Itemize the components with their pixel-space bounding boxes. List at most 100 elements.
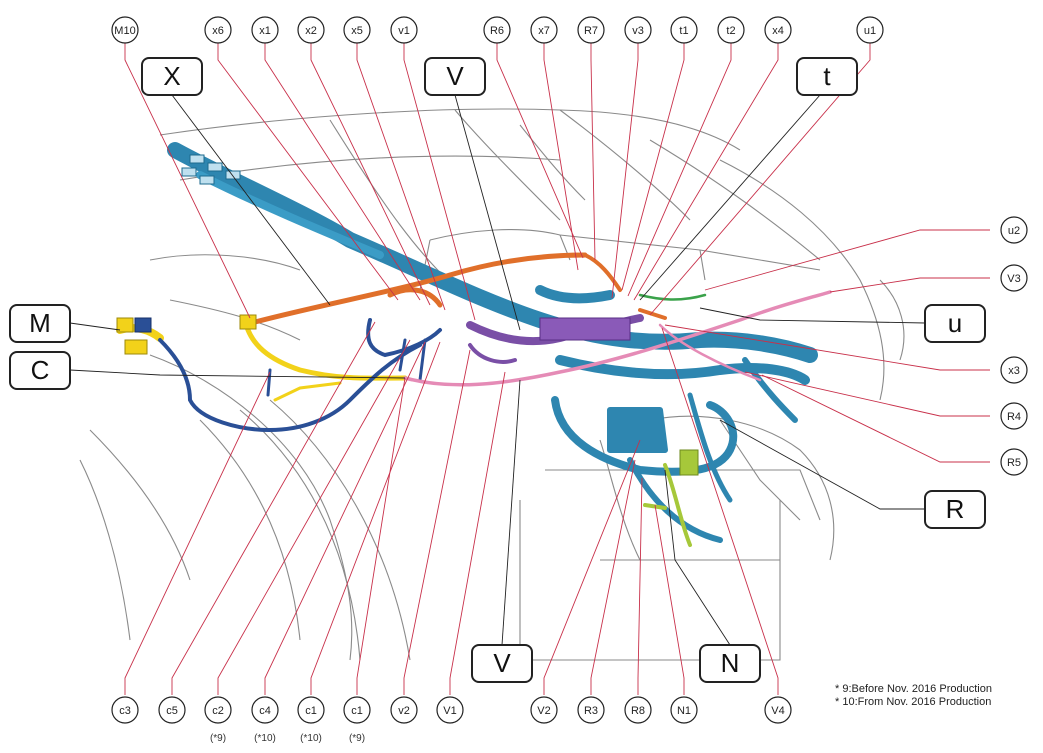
svg-text:c1: c1	[305, 705, 317, 717]
footnote-before: * 9:Before Nov. 2016 Production	[835, 683, 992, 695]
svg-text:V2: V2	[537, 705, 550, 717]
callout-r7: R7	[577, 16, 605, 44]
section-box-x	[141, 57, 203, 96]
callout-t1: t1	[670, 16, 698, 44]
note-c2: (*9)	[210, 733, 226, 744]
top-callouts: M10 x6 x1 x2 x5 v1 R6 x7 R7 v3 t1 t2 x4 …	[111, 16, 884, 44]
section-boxes	[9, 57, 986, 683]
svg-text:N1: N1	[677, 705, 691, 717]
harness-green	[638, 293, 707, 301]
harness-pink	[403, 290, 832, 387]
callout-x6: x6	[204, 16, 232, 44]
callout-x5: x5	[343, 16, 371, 44]
callout-c3: c3	[111, 696, 139, 724]
callout-c5: c5	[158, 696, 186, 724]
bottom-callouts: c3 c5 c2 c4 c1 c1 v2 V1 V2 R3 R8 N1 V4	[111, 696, 792, 724]
callout-r3: R3	[577, 696, 605, 724]
section-box-v-top	[424, 57, 486, 96]
svg-text:t1: t1	[679, 25, 688, 37]
section-label-n: N	[721, 648, 740, 678]
callout-t2: t2	[717, 16, 745, 44]
connector-cluster-m	[116, 314, 257, 355]
section-box-m	[9, 304, 71, 343]
svg-text:t2: t2	[726, 25, 735, 37]
purple-junction-block	[539, 317, 631, 341]
section-box-t	[796, 57, 858, 96]
svg-text:u1: u1	[864, 25, 876, 37]
svg-text:R5: R5	[1007, 457, 1021, 469]
svg-text:R3: R3	[584, 705, 598, 717]
callout-x4: x4	[764, 16, 792, 44]
right-callouts: u2 V3 x3 R4 R5	[1000, 216, 1028, 476]
callout-v1-upper: V1	[436, 696, 464, 724]
section-label-t: t	[823, 61, 831, 91]
harness-navy	[158, 318, 442, 433]
callout-v3-right: V3	[1000, 264, 1028, 292]
callout-v2-upper: V2	[530, 696, 558, 724]
section-box-v-bottom	[471, 644, 533, 683]
svg-text:R8: R8	[631, 705, 645, 717]
svg-text:c3: c3	[119, 705, 131, 717]
section-box-labels: X V t M C u R V N	[29, 61, 964, 678]
svg-text:x4: x4	[772, 25, 784, 37]
harness-teal	[167, 142, 818, 543]
svg-text:c5: c5	[166, 705, 178, 717]
callout-r4: R4	[1000, 402, 1028, 430]
svg-text:x6: x6	[212, 25, 224, 37]
callout-c1-a: c1	[297, 696, 325, 724]
svg-text:v2: v2	[398, 705, 410, 717]
section-label-r: R	[946, 494, 965, 524]
callout-r5: R5	[1000, 448, 1028, 476]
svg-text:x3: x3	[1008, 365, 1020, 377]
callout-v3: v3	[624, 16, 652, 44]
svg-text:x7: x7	[538, 25, 550, 37]
svg-text:V4: V4	[771, 705, 784, 717]
svg-text:x5: x5	[351, 25, 363, 37]
callout-c1-b: c1	[343, 696, 371, 724]
footnotes: * 9:Before Nov. 2016 Production * 10:Fro…	[835, 683, 992, 708]
harness-orange	[252, 252, 667, 325]
svg-text:v1: v1	[398, 25, 410, 37]
callout-r8: R8	[624, 696, 652, 724]
section-box-r	[924, 490, 986, 529]
callout-c4: c4	[251, 696, 279, 724]
svg-text:c2: c2	[212, 705, 224, 717]
harness-teal-connectors	[181, 154, 241, 185]
svg-text:R6: R6	[490, 25, 504, 37]
note-c1-b: (*9)	[349, 733, 365, 744]
callout-v2: v2	[390, 696, 418, 724]
svg-text:u2: u2	[1008, 225, 1020, 237]
footnote-after: * 10:From Nov. 2016 Production	[835, 696, 991, 708]
callout-u2: u2	[1000, 216, 1028, 244]
note-c1-a: (*10)	[300, 733, 322, 744]
callout-x1: x1	[251, 16, 279, 44]
section-box-c	[9, 351, 71, 390]
callout-u1: u1	[856, 16, 884, 44]
svg-text:x2: x2	[305, 25, 317, 37]
section-label-m: M	[29, 308, 51, 338]
svg-text:R7: R7	[584, 25, 598, 37]
section-box-n	[699, 644, 761, 683]
callout-n1: N1	[670, 696, 698, 724]
svg-text:c1: c1	[351, 705, 363, 717]
callout-m10: M10	[111, 16, 139, 44]
callout-x3: x3	[1000, 356, 1028, 384]
section-label-c: C	[31, 355, 50, 385]
svg-text:c4: c4	[259, 705, 271, 717]
callout-r6: R6	[483, 16, 511, 44]
svg-text:R4: R4	[1007, 411, 1021, 423]
box-leader-lines	[69, 94, 926, 646]
section-label-v-bottom: V	[493, 648, 511, 678]
callout-c2: c2	[204, 696, 232, 724]
callout-v1: v1	[390, 16, 418, 44]
svg-text:V1: V1	[443, 705, 456, 717]
production-notes: (*9) (*10) (*10) (*9)	[210, 733, 365, 744]
svg-text:x1: x1	[259, 25, 271, 37]
note-c4: (*10)	[254, 733, 276, 744]
leader-lines	[124, 42, 990, 695]
section-label-u: u	[948, 308, 962, 338]
section-label-v-top: V	[446, 61, 464, 91]
section-box-u	[924, 304, 986, 343]
